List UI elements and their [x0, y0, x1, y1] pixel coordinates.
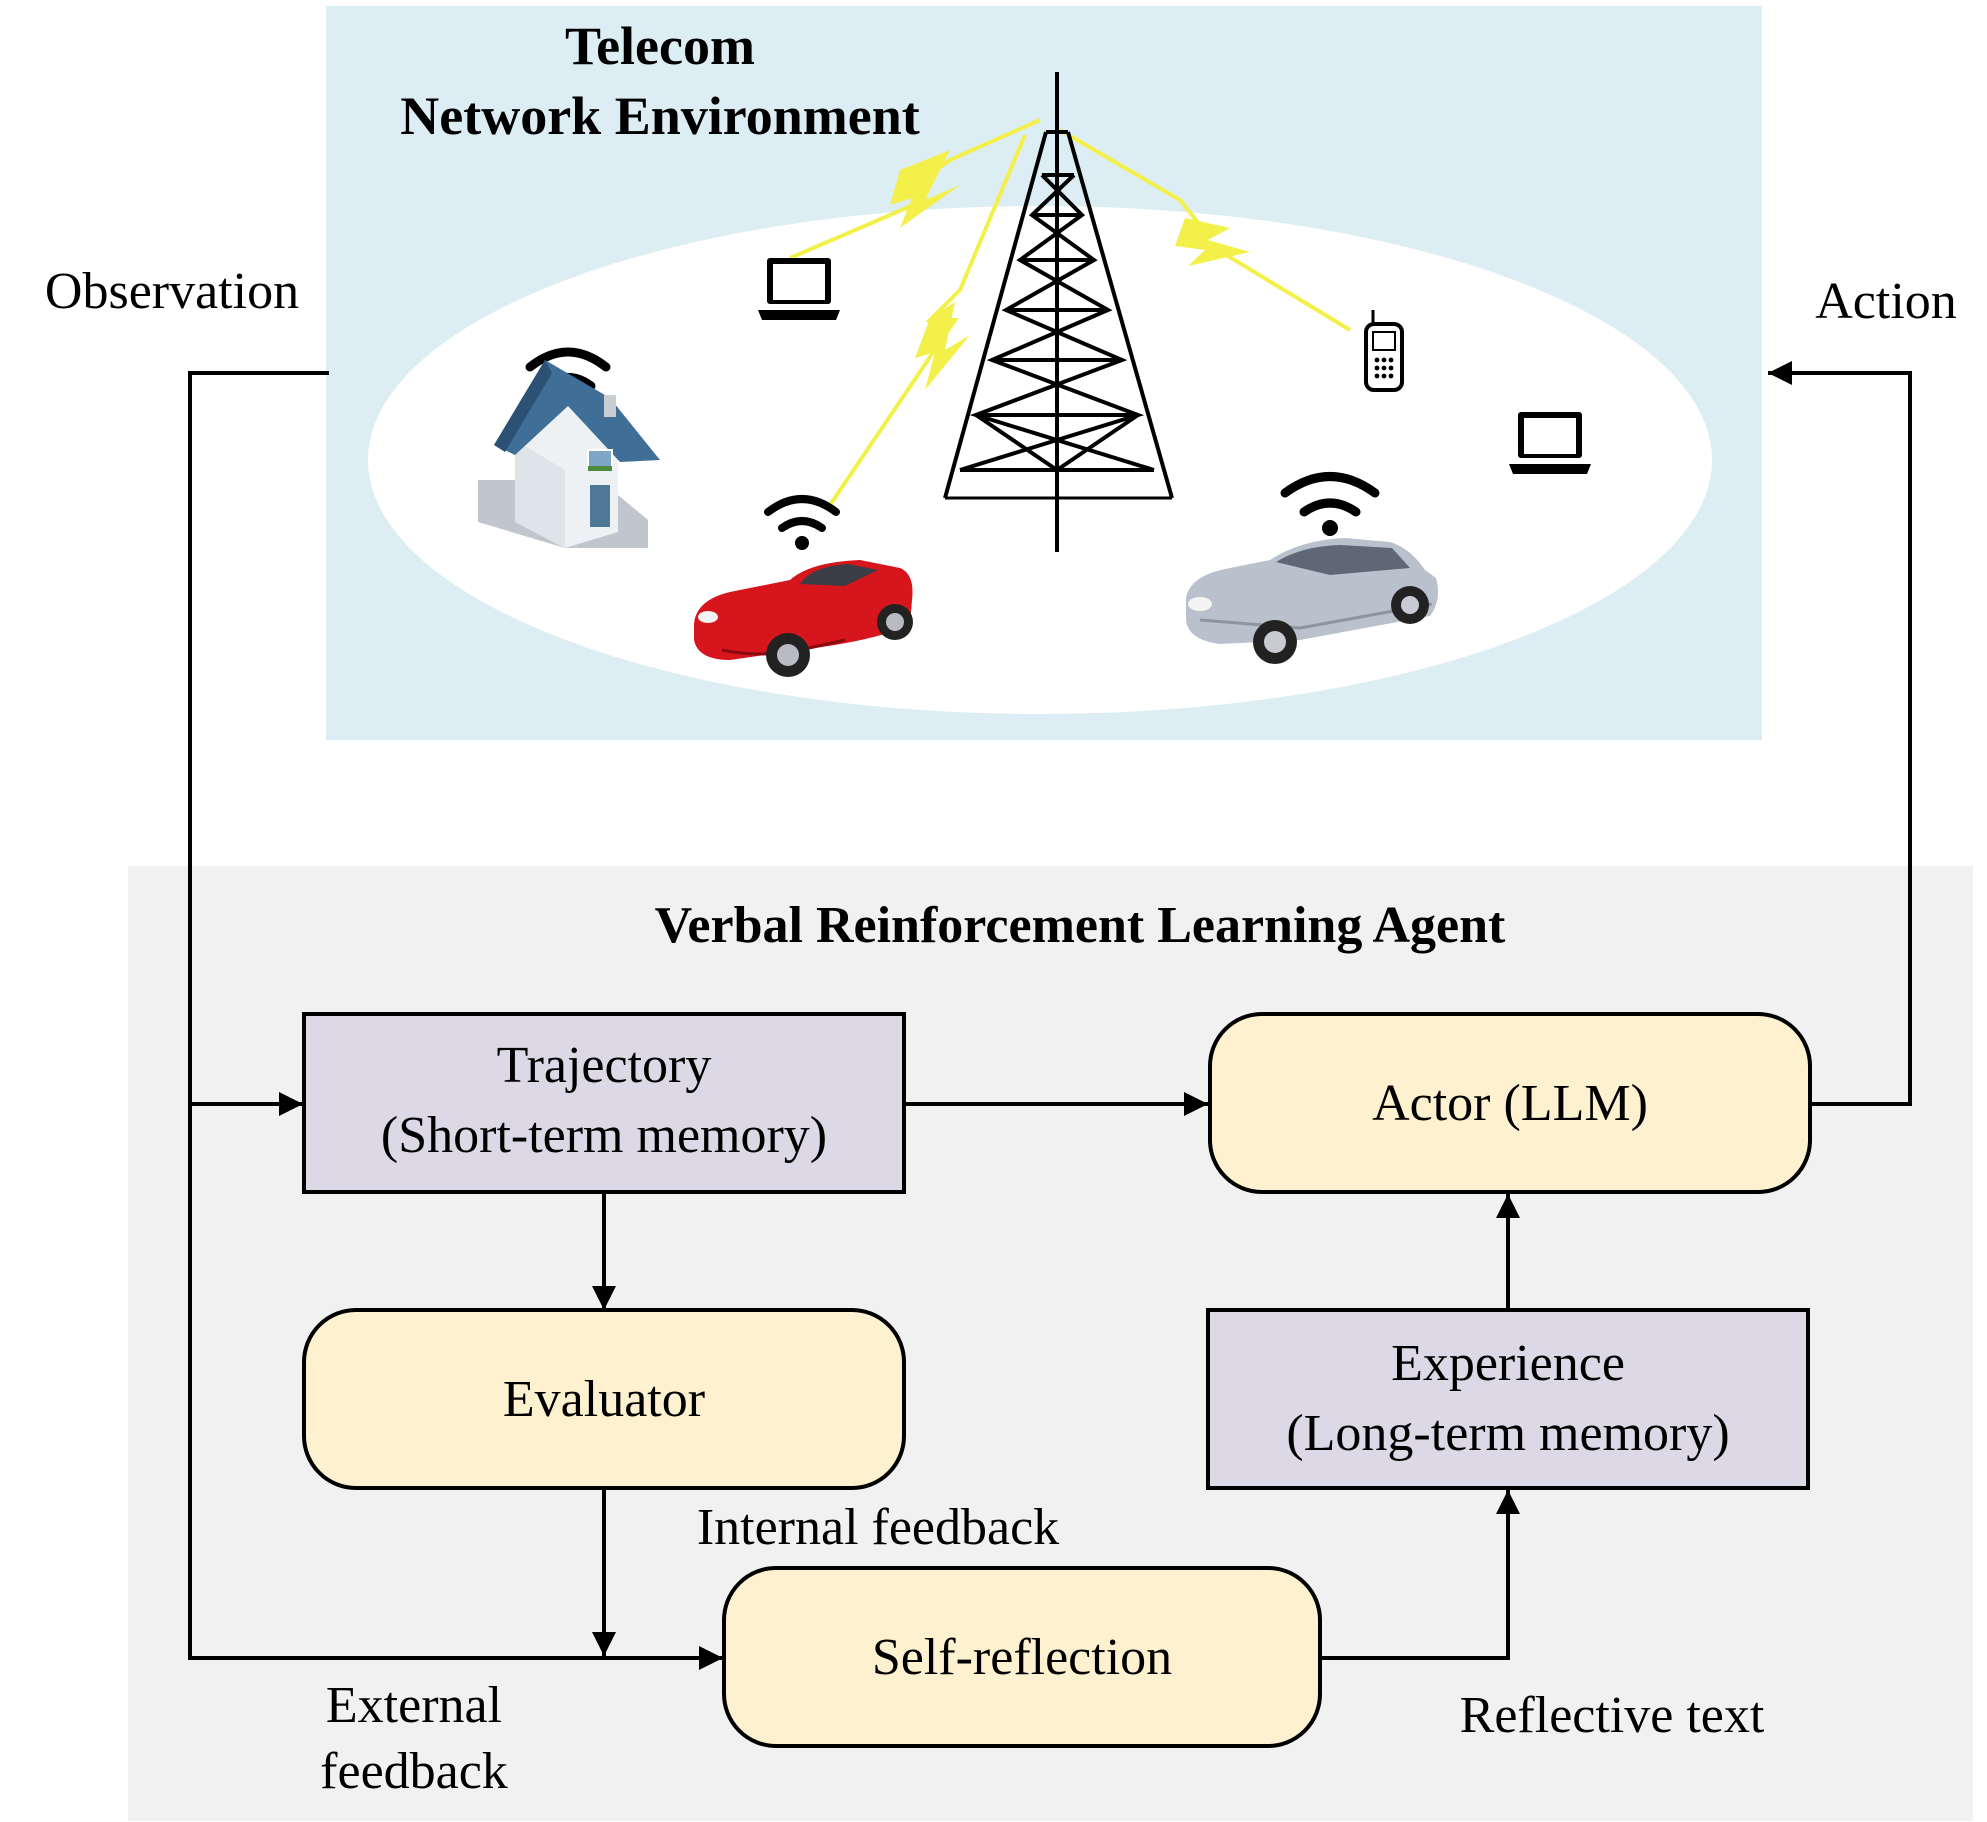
- reflection-to-experience-arrow: [1320, 1490, 1520, 1660]
- laptop-icon: [1509, 412, 1591, 474]
- action-label: Action: [1815, 273, 1957, 330]
- red-car-icon: [694, 495, 913, 677]
- connectors: [188, 361, 1912, 1670]
- observation-line: [188, 371, 600, 1660]
- self-reflection-box: Self-reflection: [722, 1566, 1322, 1748]
- external-feedback-sublabel: feedback: [320, 1743, 508, 1800]
- trajectory-sublabel: (Short-term memory): [381, 1107, 827, 1164]
- actor-box: Actor (LLM): [1208, 1012, 1812, 1194]
- action-line: [1768, 361, 1912, 1106]
- cell-tower-icon: [943, 72, 1174, 552]
- evaluator-label: Evaluator: [503, 1371, 705, 1428]
- experience-sublabel: (Long-term memory): [1286, 1405, 1729, 1462]
- trajectory-label: Trajectory: [497, 1037, 712, 1094]
- experience-label: Experience: [1391, 1335, 1625, 1392]
- reflective-text-label: Reflective text: [1460, 1687, 1765, 1744]
- experience-box: Experience (Long-term memory): [1206, 1308, 1810, 1490]
- actor-label: Actor (LLM): [1372, 1075, 1648, 1132]
- external-feedback-label: External: [326, 1677, 502, 1734]
- evaluator-box: Evaluator: [302, 1308, 906, 1490]
- silver-car-icon: [1186, 472, 1438, 664]
- wifi-icon: [1280, 472, 1380, 498]
- lightning-bolt-2: [915, 302, 970, 390]
- mobile-phone-icon: [1364, 310, 1404, 392]
- self-reflection-label: Self-reflection: [872, 1629, 1172, 1686]
- wifi-icon: [525, 347, 611, 372]
- agent-title: Verbal Reinforcement Learning Agent: [655, 897, 1506, 954]
- wifi-icon: [764, 495, 840, 516]
- internal-feedback-label: Internal feedback: [697, 1499, 1059, 1556]
- trajectory-box: Trajectory (Short-term memory): [302, 1012, 906, 1194]
- lightning-bolt-1: [890, 150, 960, 228]
- lightning-bolts: [890, 150, 1250, 390]
- environment-title-line1: Telecom: [565, 16, 755, 76]
- lightning-bolt-3: [1175, 218, 1250, 266]
- laptop-icon: [758, 258, 840, 320]
- observation-label: Observation: [45, 263, 299, 320]
- environment-title-line2: Network Environment: [400, 86, 920, 146]
- house-icon: [478, 347, 660, 548]
